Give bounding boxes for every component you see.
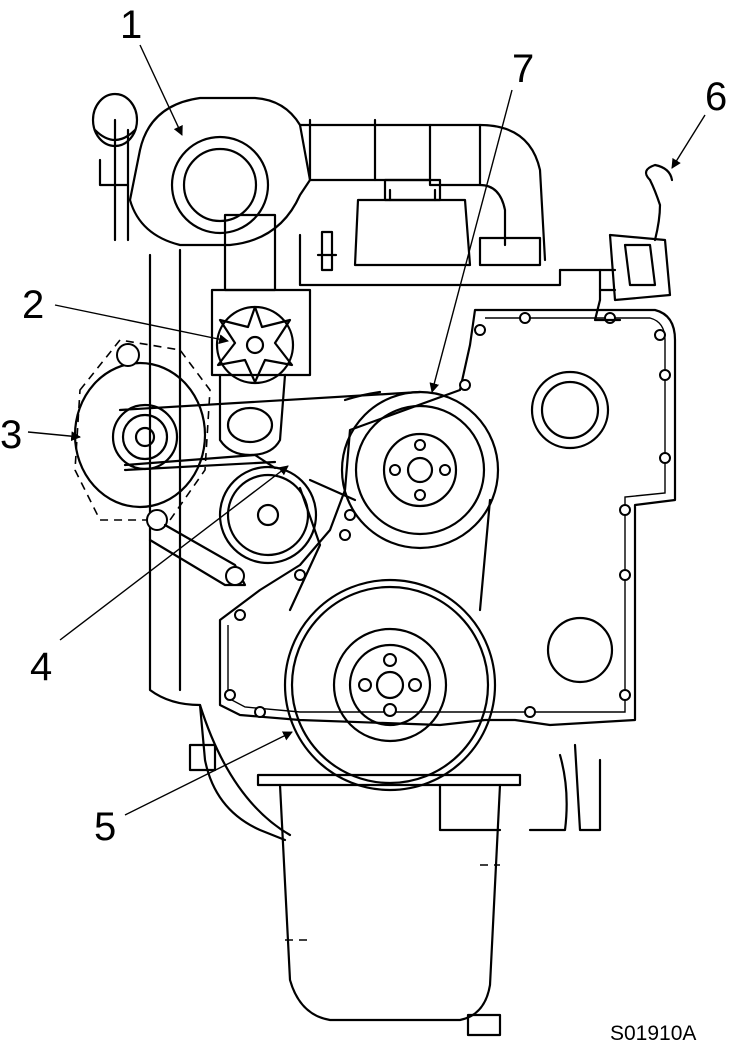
crankshaft-damper (283, 578, 497, 792)
callout-2: 2 (22, 283, 44, 327)
turbocharger (91, 92, 547, 262)
callout-1: 1 (120, 3, 142, 47)
engine-block (148, 233, 602, 842)
callout-6: 6 (705, 75, 727, 119)
callout-5: 5 (94, 805, 116, 849)
thermostat-housing (210, 213, 312, 457)
water-pump-pulley (340, 390, 500, 550)
figure-code: S01910A (610, 1022, 696, 1045)
fan-hub (215, 305, 295, 385)
gear-cover (218, 308, 677, 727)
callout-3: 3 (0, 413, 22, 457)
drive-belt (118, 390, 492, 612)
sensor-harness (593, 163, 674, 322)
callout-4: 4 (30, 645, 52, 689)
callout-leaders (27, 44, 706, 816)
callout-7: 7 (512, 47, 534, 91)
alternator (73, 339, 247, 587)
filter-housing (316, 178, 542, 272)
idler-pulley (218, 465, 318, 565)
